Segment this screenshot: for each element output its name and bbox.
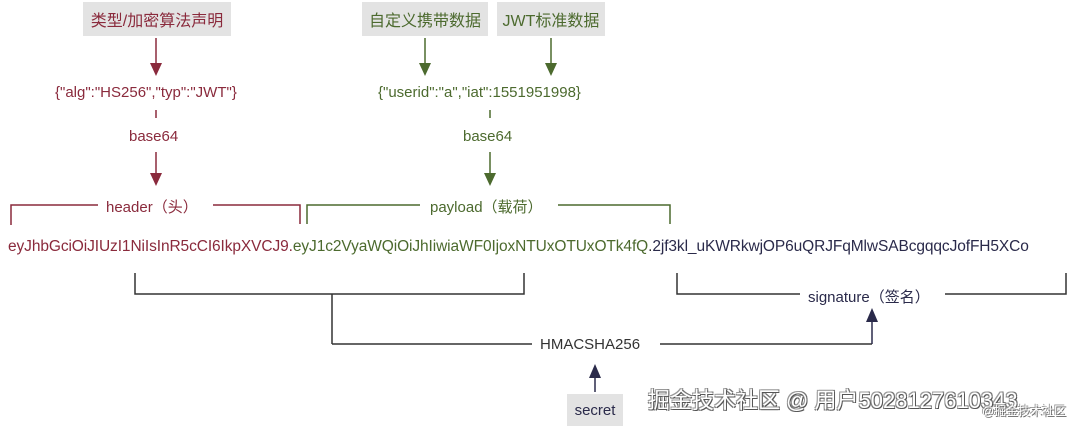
algorithm-label: HMACSHA256 [540,336,641,353]
token-separator: . [648,238,653,255]
header-section-label: header（头） [106,199,198,216]
signature-section-label: signature（签名） [808,289,930,306]
header-declaration-text: 类型/加密算法声明 [90,13,224,30]
secret-text: secret [574,401,616,419]
token-separator: . [288,238,293,255]
watermark: 掘金技术社区 @ 用户5028127610343 [648,388,1018,413]
custom-data-label: 自定义携带数据 [362,2,488,36]
header-base64-step: base64 [129,128,179,145]
jwt-token: eyJhbGciOiJIUzI1NiIsInR5cCI6IkpXVCJ9.eyJ… [8,238,1029,256]
secret-label: secret [567,394,623,426]
token-header-part: eyJhbGciOiJIUzI1NiIsInR5cCI6IkpXVCJ9 [8,238,289,255]
token-signature-part: 2jf3kl_uKWRkwjOP6uQRJFqMlwSABcgqqcJofFH5… [652,238,1029,255]
watermark-small: @掘金技术社区 [982,404,1067,418]
header-json: {"alg":"HS256","typ":"JWT"} [55,84,237,101]
payload-section-label: payload（载荷） [430,199,543,216]
header-declaration-label: 类型/加密算法声明 [83,2,231,36]
payload-base64-step: base64 [463,128,513,145]
jwt-standard-data-text: JWT标准数据 [502,13,600,30]
token-payload-part: eyJ1c2VyaWQiOiJhIiwiaWF0IjoxNTUxOTUxOTk4… [292,238,649,255]
custom-data-text: 自定义携带数据 [368,13,481,30]
payload-json: {"userid":"a","iat":1551951998} [378,84,581,101]
jwt-standard-data-label: JWT标准数据 [497,2,605,36]
